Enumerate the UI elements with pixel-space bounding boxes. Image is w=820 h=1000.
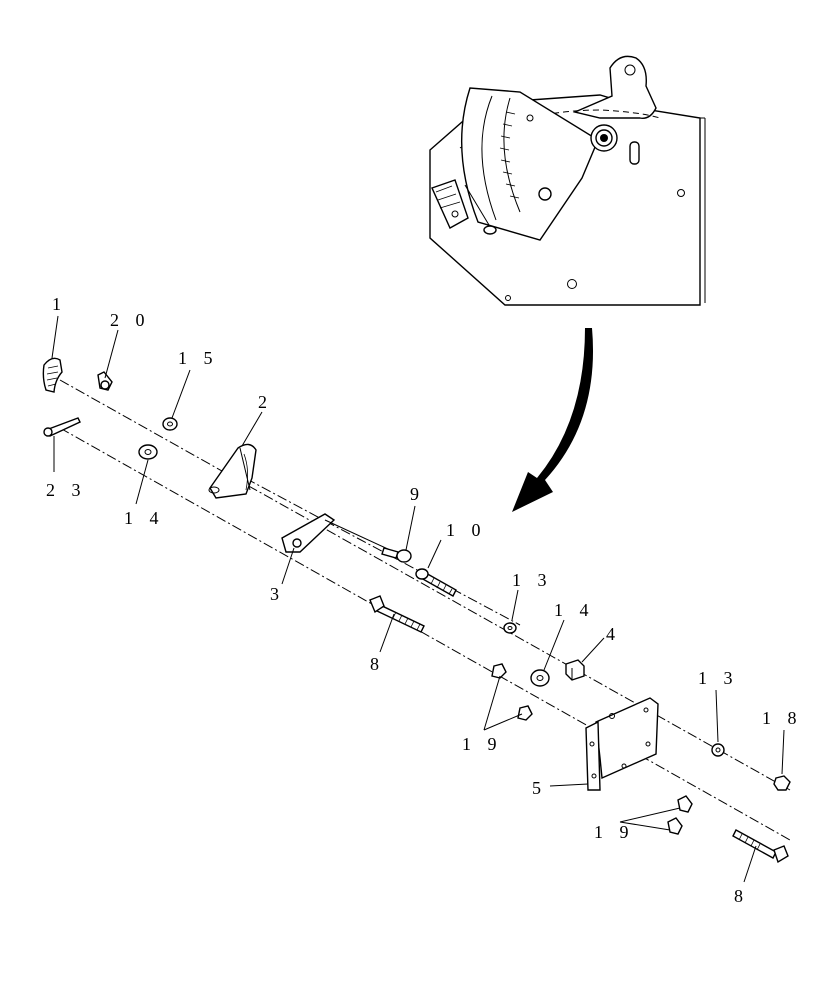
part-19-nuts-lower [667,795,693,835]
part-3-lever-bracket [281,513,391,553]
part-10-bolt [415,568,457,597]
callout-3: 3 [270,584,285,604]
callout-14-right: 1 4 [554,600,595,620]
callout-19-upper: 1 9 [462,734,503,754]
callout-9: 9 [410,484,425,504]
callout-19-lower: 1 9 [594,822,635,842]
callout-1: 1 [52,294,67,314]
callout-8-upper: 8 [370,654,385,674]
part-13-washer-upper [503,622,517,634]
callout-13-lower: 1 3 [698,668,739,688]
callout-15: 1 5 [178,348,219,368]
part-8-long-bolt-upper [369,595,425,633]
callout-5: 5 [532,778,547,798]
direction-arrow [512,328,594,512]
part-15-washer [162,417,178,431]
part-1-quadrant-scale [42,357,63,393]
assembled-view [429,55,706,306]
part-23-cotter-pin [43,417,81,437]
callout-4: 4 [606,624,621,644]
callout-13-upper: 1 3 [512,570,553,590]
callout-23: 2 3 [46,480,87,500]
callout-20: 2 0 [110,310,151,330]
part-13-washer-lower [711,743,725,757]
part-20-wing-nut [97,371,113,391]
part-8-long-bolt-lower [732,829,789,864]
part-19-nuts-upper [491,663,533,721]
assembly-axes [59,379,791,841]
part-9-carriage-bolt [381,547,412,563]
callout-2: 2 [258,392,273,412]
part-14-washer [138,444,158,460]
part-2-sector-cover [208,443,257,499]
leader-lines [51,315,785,883]
part-5-mounting-plate [585,697,659,791]
callout-labels: 1 2 0 1 5 2 2 3 1 4 9 1 0 3 1 3 1 4 4 8 … [46,294,803,906]
part-18-nut [773,775,791,791]
callout-10: 1 0 [446,520,487,540]
part-4-block [565,659,585,681]
callout-8-lower: 8 [734,886,749,906]
part-14-washer-large [530,669,550,687]
callout-18: 1 8 [762,708,803,728]
callout-14-left: 1 4 [124,508,165,528]
